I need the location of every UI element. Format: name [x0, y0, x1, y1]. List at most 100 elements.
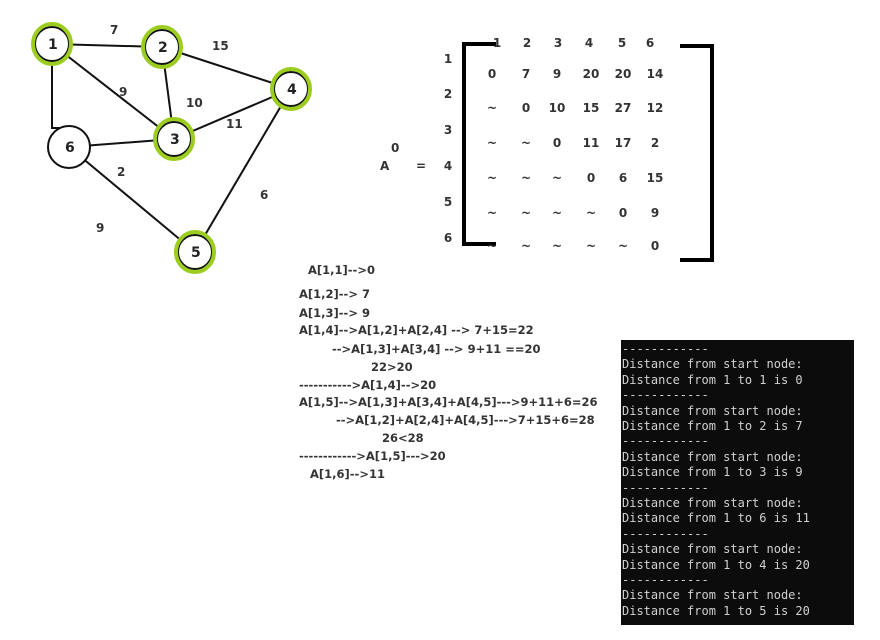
matrix-cell: 0: [521, 101, 531, 115]
console-line: Distance from start node:: [622, 403, 803, 418]
console-separator: ------------: [622, 573, 709, 587]
matrix-cell: 6: [618, 171, 628, 185]
edge-weight-2-3: 10: [186, 96, 203, 110]
edge-weight-1-2: 7: [110, 23, 118, 37]
derivation-line: A[1,6]-->11: [310, 467, 385, 481]
derivation-line: -->A[1,3]+A[3,4] --> 9+11 ==20: [332, 342, 541, 356]
matrix-row-header-6: 6: [443, 231, 453, 245]
matrix-cell: 0: [586, 171, 596, 185]
matrix-cell: 12: [646, 101, 664, 115]
matrix-cell: 0: [618, 206, 628, 220]
console-separator: ------------: [622, 480, 709, 495]
console-separator: ------------: [622, 342, 709, 356]
node-label-1: 1: [48, 37, 58, 53]
matrix-cell: 14: [646, 67, 664, 81]
matrix-cell: ~: [617, 239, 629, 253]
console-separator: ------------: [622, 388, 709, 403]
matrix-cell: ~: [486, 171, 498, 185]
console-line: Distance from 1 to 2 is 7: [622, 419, 803, 433]
matrix-cell: ~: [520, 171, 532, 185]
matrix-cell: 20: [582, 67, 600, 81]
edge-1-6: [51, 44, 60, 129]
graph-node-2: 2: [141, 25, 183, 69]
graph-node-3: 3: [153, 117, 195, 161]
node-highlight-ring-5: [174, 230, 216, 274]
node-label-4: 4: [287, 82, 297, 98]
matrix-cell: ~: [486, 239, 498, 253]
console-line: Distance from start node:: [622, 496, 803, 510]
matrix-cell: 0: [552, 136, 562, 150]
console-line: Distance from start node:: [622, 588, 803, 603]
graph-node-1: 1: [31, 22, 73, 66]
matrix-col-header-1: 1: [492, 36, 502, 50]
matrix-equals-sign: =: [416, 159, 427, 173]
matrix-row-header-4: 4: [443, 159, 453, 173]
console-line: Distance from start node:: [622, 357, 803, 372]
matrix-label: A: [380, 159, 389, 173]
edge-weight-1-3: 9: [119, 85, 127, 99]
matrix-row-header-1: 1: [443, 52, 453, 66]
matrix-cell: 15: [582, 101, 600, 115]
matrix-left-bracket: [462, 42, 496, 246]
node-label-3: 3: [170, 132, 180, 148]
graph-node-5: 5: [174, 230, 216, 274]
matrix-name: A: [380, 159, 390, 173]
matrix-right-bracket: [680, 44, 714, 262]
node-highlight-ring-4: [270, 67, 312, 111]
derivation-line: A[1,5]-->A[1,3]+A[3,4]+A[4,5]--->9+11+6=…: [299, 395, 598, 409]
console-line: Distance from start node:: [622, 542, 803, 557]
derivation-line: 26<28: [382, 431, 424, 445]
matrix-cell: ~: [520, 239, 532, 253]
node-label-6: 6: [65, 140, 75, 156]
console-line: Distance from 1 to 5 is 20: [622, 603, 810, 618]
edge-weight-4-5: 6: [260, 188, 268, 202]
node-highlight-ring-2: [141, 25, 183, 69]
matrix-col-header-3: 3: [553, 36, 563, 50]
matrix-cell: 10: [548, 101, 566, 115]
matrix-cell: 11: [582, 136, 600, 150]
console-line: Distance from 1 to 1 is 0: [622, 372, 803, 387]
matrix-cell: 7: [521, 67, 531, 81]
matrix-cell: 2: [650, 136, 660, 150]
edge-4-5: [194, 88, 292, 253]
derivation-line: A[1,2]--> 7: [299, 287, 370, 301]
edge-weight-3-4: 11: [226, 117, 243, 131]
matrix-cell: 0: [487, 67, 497, 81]
matrix-cell: ~: [486, 136, 498, 150]
console-line: Distance from 1 to 3 is 9: [622, 465, 803, 480]
matrix-col-header-6: 6: [645, 36, 655, 50]
matrix-cell: ~: [486, 206, 498, 220]
edge-2-4: [161, 46, 292, 90]
matrix-cell: 9: [552, 67, 562, 81]
matrix-cell: ~: [520, 206, 532, 220]
matrix-cell: ~: [520, 136, 532, 150]
node-highlight-ring-3: [153, 117, 195, 161]
matrix-cell: ~: [585, 239, 597, 253]
matrix-cell: ~: [585, 206, 597, 220]
edge-weight-3-6: 2: [117, 165, 125, 179]
matrix-superscript: 0: [391, 141, 400, 155]
matrix-cell: ~: [551, 239, 563, 253]
console-separator: ------------: [622, 526, 709, 541]
matrix-row-header-2: 2: [443, 87, 453, 101]
matrix-cell: 0: [650, 239, 660, 253]
graph-node-6: 6: [47, 125, 91, 169]
console-line: Distance from 1 to 6 is 11: [622, 511, 810, 526]
derivation-line: 22>20: [371, 360, 413, 374]
matrix-col-header-5: 5: [617, 36, 627, 50]
derivation-line: ------------>A[1,5]--->20: [299, 449, 446, 463]
matrix-row-header-3: 3: [443, 123, 453, 137]
console-separator: ------------: [622, 434, 709, 449]
edge-weight-5-6: 9: [96, 221, 104, 235]
derivation-line: A[1,1]-->0: [308, 263, 375, 277]
node-highlight-ring-1: [31, 22, 73, 66]
matrix-cell: ~: [486, 101, 498, 115]
matrix-cell: 20: [614, 67, 632, 81]
derivation-line: -->A[1,2]+A[2,4]+A[4,5]--->7+15+6=28: [336, 413, 595, 427]
console-line: Distance from start node:: [622, 449, 803, 464]
matrix-cell: 27: [614, 101, 632, 115]
edge-weight-2-4: 15: [212, 39, 229, 53]
console-line: Distance from 1 to 4 is 20: [622, 557, 810, 572]
matrix-cell: ~: [551, 206, 563, 220]
